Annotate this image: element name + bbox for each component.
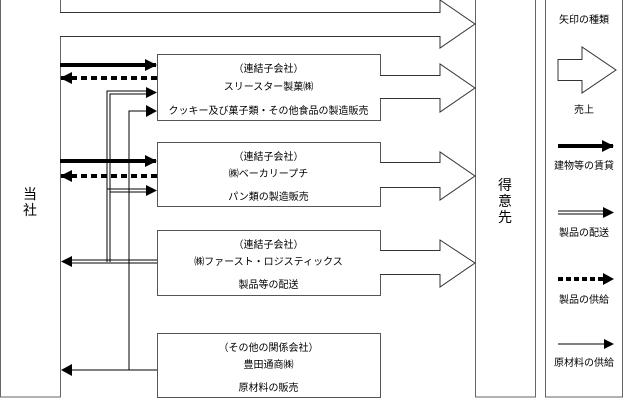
company-label: 当 社	[22, 187, 38, 219]
subsidiary-name: スリースター製菓㈱	[223, 82, 314, 93]
subsidiary-category: （連結子会社）	[233, 240, 304, 251]
subsidiary-box-threestar	[157, 54, 381, 121]
company-box	[0, 0, 61, 398]
delivery-lines	[72, 90, 157, 264]
raw-material-arrowhead-company	[61, 364, 72, 376]
legend-label-supply: 製品の供給	[559, 295, 609, 306]
affiliate-toyotsu-text: （その他の関係会社） 豊田通商㈱ 原材料の販売	[157, 333, 380, 397]
delivery-arrowhead-threestar	[146, 87, 157, 98]
raw-material-lines	[70, 110, 157, 371]
raw-material-arrowhead-threestar	[146, 105, 157, 117]
sales-arrow-logistics	[380, 239, 476, 288]
legend-label-delivery: 製品の配送	[559, 228, 609, 239]
customers-box	[475, 0, 536, 398]
subsidiary-box-logistics	[157, 230, 381, 296]
affiliate-business: 原材料の販売	[238, 383, 299, 394]
legend-delivery-arrow-icon	[558, 207, 614, 218]
subsidiary-business: 製品等の配送	[238, 280, 299, 291]
subsidiary-bakery-text: （連結子会社） ㈱ベーカリープチ パン類の製造販売	[157, 142, 380, 206]
legend-sales-arrow-icon	[557, 46, 617, 94]
sales-arrow-bakery	[380, 151, 476, 201]
legend-supply-arrow-icon	[558, 273, 614, 285]
subsidiary-business: パン類の製造販売	[228, 192, 309, 203]
company-label-char: 当	[23, 187, 37, 203]
customers-label-char: 先	[498, 210, 512, 226]
delivery-arrowhead-bakery	[146, 185, 157, 196]
legend-label-sales: 売上	[574, 105, 594, 116]
subsidiary-logistics-text: （連結子会社） ㈱ファースト・ロジスティックス 製品等の配送	[157, 230, 380, 295]
affiliate-box-toyotsu	[157, 333, 381, 398]
subsidiary-category: （連結子会社）	[233, 64, 304, 75]
customers-label: 得 意 先	[497, 178, 513, 226]
subsidiary-threestar-text: （連結子会社） スリースター製菓㈱ クッキー及び菓子類・その他食品の製造販売	[157, 54, 380, 120]
customers-label-char: 得	[498, 178, 512, 194]
subsidiary-category: （連結子会社）	[233, 152, 304, 163]
affiliate-category: （その他の関係会社）	[218, 343, 319, 354]
legend-title: 矢印の種類	[559, 15, 609, 26]
delivery-arrowhead-company	[61, 256, 72, 267]
affiliate-name: 豊田通商㈱	[243, 360, 294, 371]
legend-label-raw-materials: 原材料の供給	[554, 358, 614, 369]
customers-label-char: 意	[498, 194, 512, 210]
subsidiary-name: ㈱ベーカリープチ	[228, 169, 309, 180]
subsidiary-business: クッキー及び菓子類・その他食品の製造販売	[168, 106, 369, 117]
sales-arrow-company	[60, 0, 476, 49]
subsidiary-name: ㈱ファースト・ロジスティックス	[194, 257, 343, 268]
legend-label-lease: 建物等の賃貸	[554, 161, 614, 172]
sales-arrow-threestar	[380, 63, 476, 113]
company-label-char: 社	[23, 203, 37, 219]
subsidiary-box-bakery	[157, 142, 381, 207]
